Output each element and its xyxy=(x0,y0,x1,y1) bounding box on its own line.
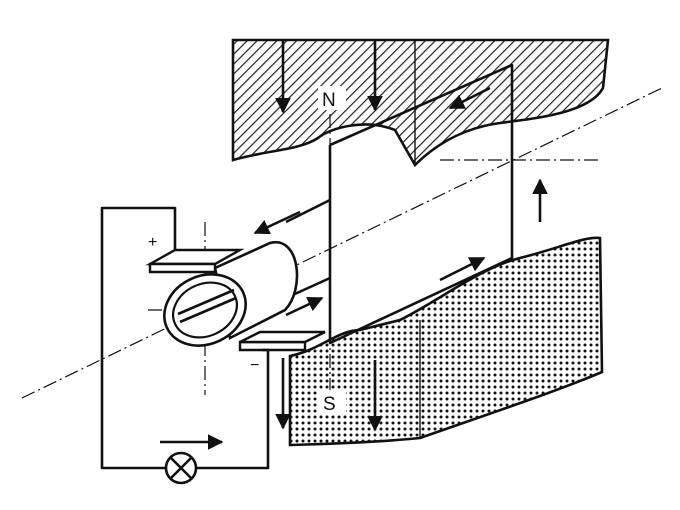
rotation-axis xyxy=(21,87,663,399)
external-circuit xyxy=(100,206,270,470)
north-pole-piece xyxy=(231,38,610,168)
brush-top xyxy=(145,248,245,274)
south-pole-label: S xyxy=(323,394,336,415)
field-arrows-north xyxy=(275,40,383,114)
commutator xyxy=(163,241,299,347)
brush-bottom xyxy=(238,330,326,352)
field-arrows-south xyxy=(275,358,383,432)
lamp-icon xyxy=(164,451,198,485)
south-pole-piece xyxy=(288,236,604,447)
positive-terminal-label: + xyxy=(148,234,157,251)
negative-terminal-label: − xyxy=(250,357,259,374)
current-arrows xyxy=(253,86,548,317)
north-pole-label: N xyxy=(322,90,336,111)
